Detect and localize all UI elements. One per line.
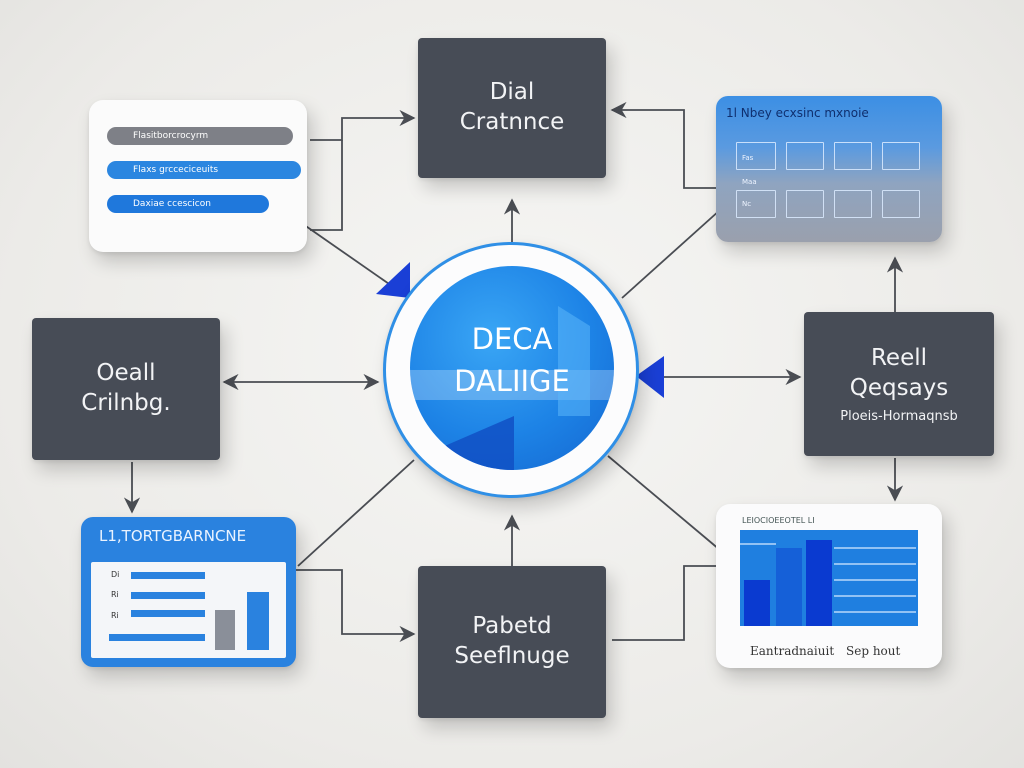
list-item: Flaxs grcceciceuits [107,161,301,179]
connector-bar-to-bottom [296,569,416,643]
top-process-box: Dial Cratnnce [418,38,606,178]
connector-list-to-top [310,109,416,141]
grid-cell [834,142,872,170]
connector-hub-diag-br [607,455,721,551]
chart-panel-graphic [740,530,918,626]
left-box-line1: Oeall [96,360,156,387]
top-box-line1: Dial [489,79,535,106]
hub-pie-icon [440,306,590,470]
hub-label-line2: DALIIGE [454,364,570,398]
list-panel: Flasitborcrocyrm Flaxs grcceciceuits Dax… [89,100,307,252]
bar-panel-graphic: Di Ri Ri [109,570,269,650]
chart-panel: LEIOCIOEEOTEL LI Eantradnaiuit Sep hout [716,504,942,668]
grid-cell [736,190,776,218]
list-item: Daxiae ccescicon [107,195,269,213]
list-item: Flasitborcrocyrm [107,127,293,145]
grid-cell [834,190,872,218]
grid-cell [736,142,776,170]
right-box-line3: Ploeis-Hormaqnsb [840,409,958,425]
connector-chart-to-bottom [612,565,716,641]
bottom-box-line1: Pabetd [472,613,552,640]
bar-row-label: Ri [111,590,119,599]
grid-row-label: Maa [742,178,757,186]
top-box-line2: Cratnnce [459,109,565,135]
grid-panel-title: 1l Nbey ecxsinc mxnoie [726,106,869,120]
bar-panel-title: L1,TORTGBARNCNE [99,527,247,545]
grid-cell [882,190,920,218]
grid-row-label: Fas [742,154,754,162]
grid-row-label: Nc [742,200,752,208]
hub-arrow-left-accent [376,262,410,298]
hub-label-line1: DECA [471,322,553,356]
grid-panel: 1l Nbey ecxsinc mxnoie Fas Maa Nc [716,96,942,242]
hub-core [410,266,614,470]
connector-hub-diag-bl [297,459,415,567]
bottom-box-line2: Seeflnuge [454,643,570,669]
chart-panel-footer-left: Eantradnaiuit [750,644,835,658]
bar-panel-body: Di Ri Ri [91,562,286,658]
connector-grid-to-top [610,101,716,189]
bar-panel: L1,TORTGBARNCNE Di Ri Ri [81,517,296,667]
right-box-line2: Qeqsays [849,374,949,401]
connector-grid-to-hub [621,209,721,299]
bar-row-label: Di [111,570,119,579]
connector-list-branch [310,140,343,231]
hub-label: DECA DALIIGE [410,318,614,402]
bar-row-label: Ri [111,611,119,620]
chart-panel-footer-right: Sep hout [846,644,901,658]
grid-cell [882,142,920,170]
left-process-box: Oeall Crilnbg. [32,318,220,460]
grid-cell [786,142,824,170]
chart-panel-title: LEIOCIOEEOTEL LI [742,516,815,525]
right-box-line1: Reell [870,344,928,371]
left-box-line2: Crilnbg. [81,390,171,416]
grid-cell [786,190,824,218]
connector-list-to-hub [299,221,393,287]
bottom-process-box: Pabetd Seeflnuge [418,566,606,718]
right-process-box: Reell Qeqsays Ploeis-Hormaqnsb [804,312,994,456]
hub-arrow-right-accent [636,356,664,398]
